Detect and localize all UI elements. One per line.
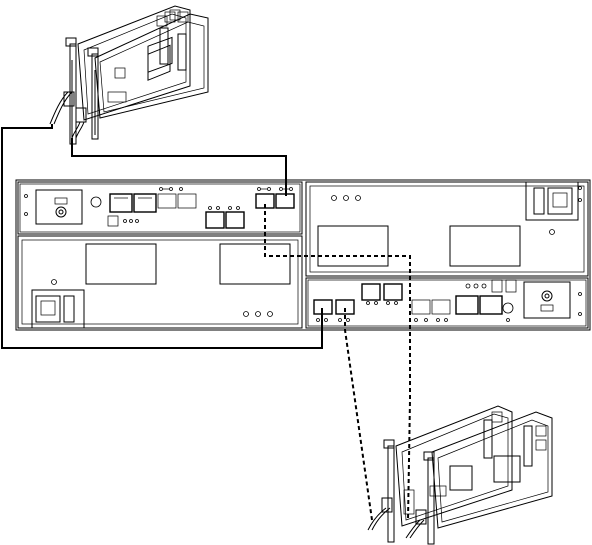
host-port[interactable] — [226, 212, 244, 228]
controller-b — [306, 278, 588, 328]
power-inlet-icon — [548, 188, 572, 214]
controller-a — [18, 182, 302, 234]
sfp-port[interactable] — [456, 296, 478, 314]
power-switch-icon[interactable] — [64, 296, 74, 322]
fan-icon — [56, 207, 66, 217]
hba-bracket-top-left — [66, 38, 76, 144]
host-adapter-top — [50, 6, 208, 144]
hba-bracket-bottom-right — [424, 452, 434, 544]
host-adapter-bottom — [368, 406, 552, 544]
host-port[interactable] — [384, 284, 402, 300]
controller-b-psu — [524, 282, 570, 318]
fiber-pigtail — [50, 92, 68, 124]
power-inlet-icon — [36, 296, 60, 322]
sfp-port[interactable] — [110, 194, 132, 212]
dashed-cable-b — [345, 308, 372, 520]
power-supply-a — [18, 236, 302, 328]
host-port[interactable] — [206, 212, 224, 228]
host-port[interactable] — [362, 284, 380, 300]
power-switch-icon[interactable] — [534, 188, 544, 214]
sfp-port[interactable] — [480, 296, 502, 314]
sfp-port[interactable] — [134, 194, 156, 212]
hba-bracket-top-right — [88, 48, 98, 139]
fan-icon — [542, 291, 552, 301]
hba-card-bottom-front — [396, 406, 512, 526]
hba-bracket-bottom-left — [384, 440, 394, 542]
power-supply-b — [306, 182, 588, 276]
solid-cable-a — [72, 138, 286, 196]
hba-connector — [416, 510, 426, 524]
storage-enclosure — [16, 180, 590, 330]
host-port-2[interactable] — [276, 194, 294, 208]
